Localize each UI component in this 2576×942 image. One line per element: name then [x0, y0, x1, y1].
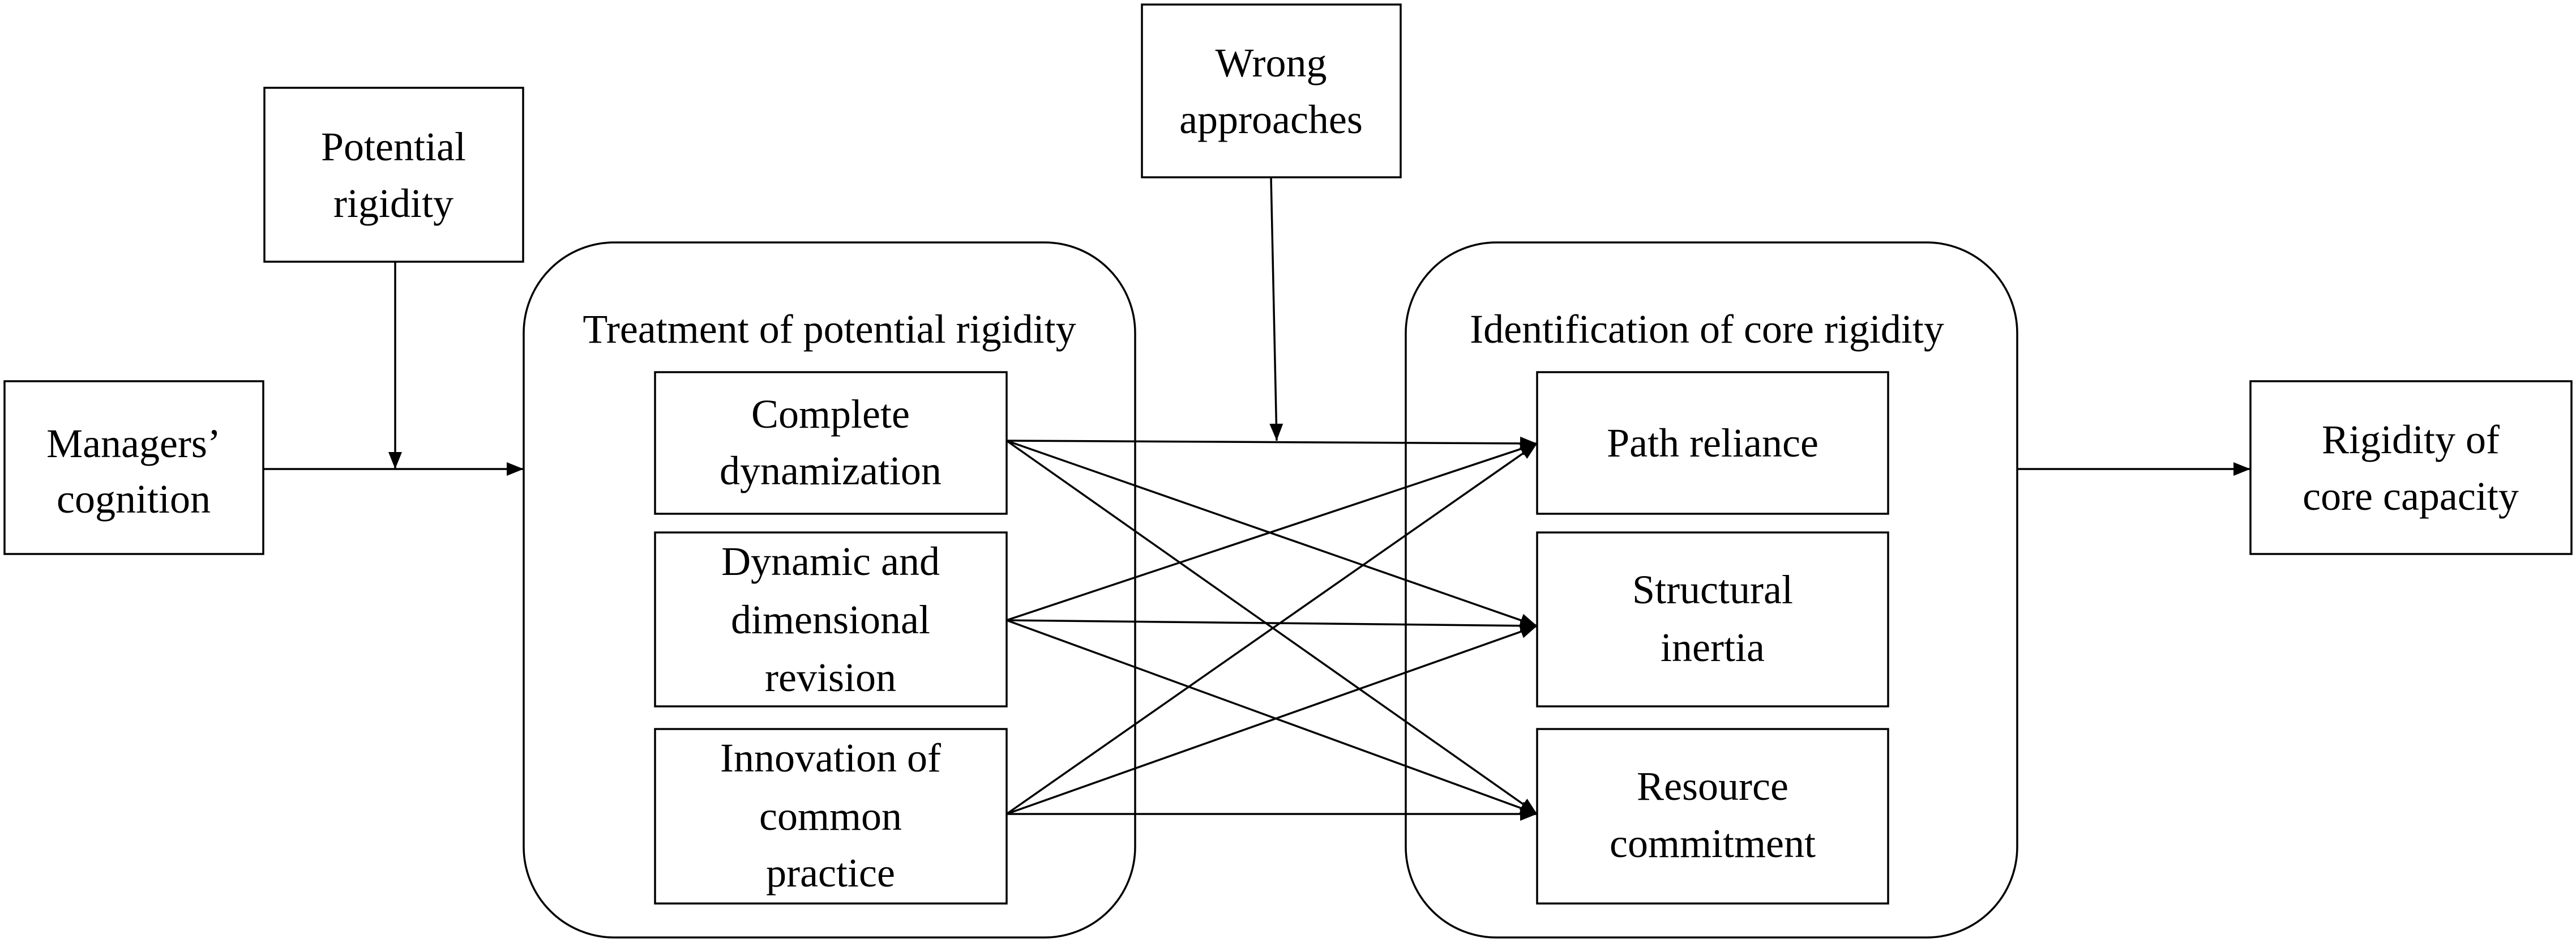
group-identification-title: Identification of core rigidity [1470, 306, 1944, 352]
node-complete-dynamization-line-1: Complete [751, 391, 910, 437]
node-managers-cognition-line-1: Managers’ [46, 421, 221, 466]
node-managers-cognition-line-2: cognition [57, 476, 211, 522]
node-structural-inertia: Structural inertia [1536, 531, 1889, 707]
edge-wrong-approaches-down [1269, 177, 1283, 441]
node-dynamic-dimensional-revision-line-1: Dynamic and [721, 539, 940, 584]
edge-innovation-to-structural [1006, 625, 1538, 815]
node-wrong-approaches-line-1: Wrong [1215, 40, 1326, 86]
node-wrong-approaches: Wrong approaches [1141, 3, 1402, 178]
group-treatment-title: Treatment of potential rigidity [583, 306, 1076, 352]
node-structural-inertia-line-2: inertia [1661, 625, 1765, 670]
edge-innovation-to-path [1005, 442, 1538, 815]
node-rigidity-core-capacity-line-2: core capacity [2303, 474, 2519, 519]
node-rigidity-core-capacity: Rigidity of core capacity [2249, 380, 2573, 555]
node-path-reliance: Path reliance [1536, 371, 1889, 515]
node-wrong-approaches-line-2: approaches [1179, 97, 1363, 142]
edge-complete-to-path [1006, 436, 1538, 450]
node-rigidity-core-capacity-line-1: Rigidity of [2322, 417, 2500, 462]
node-resource-commitment-line-1: Resource [1637, 764, 1788, 809]
node-innovation-common-practice-line-1: Innovation of [720, 735, 941, 781]
node-complete-dynamization: Complete dynamization [654, 371, 1008, 515]
node-resource-commitment-line-2: commitment [1610, 821, 1816, 866]
edge-dynamic-to-path [1006, 442, 1538, 621]
node-innovation-common-practice-line-3: practice [766, 850, 895, 896]
node-resource-commitment: Resource commitment [1536, 728, 1889, 905]
node-dynamic-dimensional-revision-line-2: dimensional [731, 597, 930, 642]
edge-complete-to-structural [1006, 440, 1538, 627]
node-complete-dynamization-line-2: dynamization [720, 448, 942, 493]
node-potential-rigidity-line-2: rigidity [333, 181, 453, 226]
node-dynamic-dimensional-revision: Dynamic and dimensional revision [654, 531, 1008, 707]
edge-dynamic-to-resource [1006, 619, 1538, 815]
edge-dynamic-to-structural [1006, 619, 1538, 633]
edges [263, 177, 2250, 821]
node-innovation-common-practice: Innovation of common practice [654, 728, 1008, 905]
node-innovation-common-practice-line-2: common [759, 794, 902, 839]
edge-complete-to-resource [1005, 440, 1538, 815]
node-structural-inertia-line-1: Structural [1632, 567, 1793, 612]
node-dynamic-dimensional-revision-line-3: revision [765, 655, 896, 700]
node-potential-rigidity: Potential rigidity [263, 87, 524, 263]
node-path-reliance-line-1: Path reliance [1607, 420, 1818, 466]
node-managers-cognition: Managers’ cognition [3, 380, 264, 555]
node-potential-rigidity-line-1: Potential [321, 124, 466, 169]
